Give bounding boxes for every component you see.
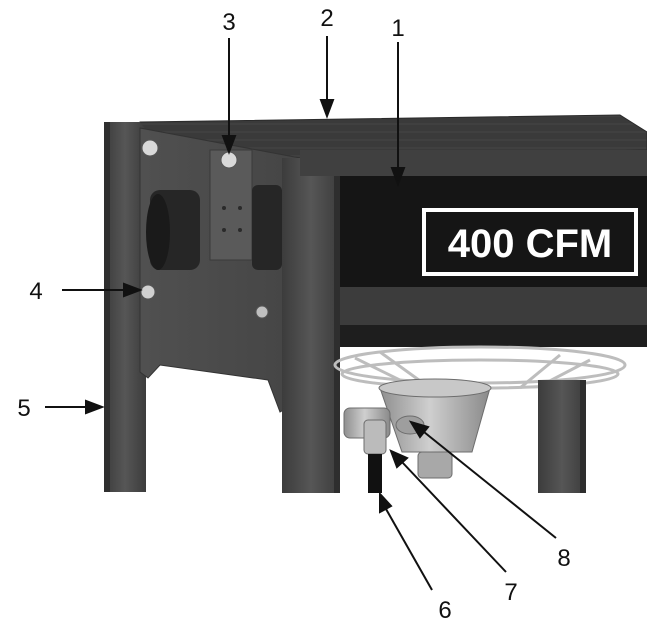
callout-arrowhead-4 xyxy=(123,282,143,298)
front-post xyxy=(282,158,340,493)
left-leg-edge xyxy=(104,122,110,492)
bottom-mask xyxy=(0,493,647,627)
callout-arrow-8 xyxy=(423,431,557,539)
front-bottom-strip xyxy=(340,325,647,347)
valve-elbow xyxy=(363,419,387,455)
top-left-fastener xyxy=(141,139,159,157)
side-fastener xyxy=(140,284,156,300)
lower-fastener xyxy=(255,305,269,319)
front-post-shadow xyxy=(334,158,340,493)
callout-label-2: 2 xyxy=(320,5,333,32)
drain-cone xyxy=(379,387,491,453)
bracket-rivet xyxy=(238,206,242,210)
side-blower-end xyxy=(146,194,170,270)
drain-outlet xyxy=(417,451,453,479)
right-leg-edge xyxy=(580,380,586,493)
drain-cone-rim xyxy=(378,378,492,398)
side-opening xyxy=(252,185,282,270)
callout-label-5: 5 xyxy=(17,395,30,422)
front-lower-rail xyxy=(340,287,647,325)
bracket-rivet xyxy=(238,228,242,232)
callout-label-6: 6 xyxy=(438,597,451,624)
callout-label-1: 1 xyxy=(391,15,404,42)
callout-arrowhead-5 xyxy=(85,399,105,415)
bracket-rivet xyxy=(222,206,226,210)
callout-arrowhead-1 xyxy=(390,167,406,187)
right-leg xyxy=(538,380,586,493)
cfm-badge-text: 400 CFM xyxy=(448,222,613,266)
callout-arrow-7 xyxy=(401,461,507,573)
callout-label-8: 8 xyxy=(557,545,570,572)
callout-arrowhead-2 xyxy=(319,99,335,119)
cfm-badge-border xyxy=(422,208,638,276)
bracket-rivet xyxy=(222,228,226,232)
callout-arrowhead-8 xyxy=(408,420,430,439)
callout-label-3: 3 xyxy=(222,9,235,36)
callout-label-4: 4 xyxy=(29,278,42,305)
drain-hose xyxy=(368,454,382,494)
left-leg xyxy=(104,122,146,492)
callout-arrows xyxy=(45,36,557,591)
callout-arrowhead-6 xyxy=(379,491,393,514)
callout-label-7: 7 xyxy=(504,579,517,606)
callout-arrowhead-7 xyxy=(389,449,409,469)
front-upper-rail xyxy=(300,150,647,176)
callout-arrowhead-3 xyxy=(221,135,237,155)
callout-arrow-6 xyxy=(385,508,433,591)
